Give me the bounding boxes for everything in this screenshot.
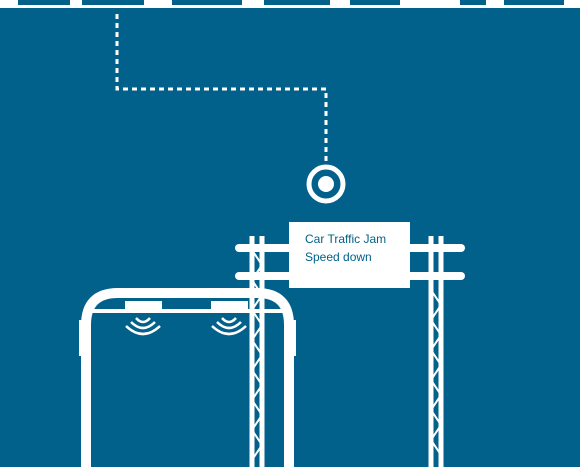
gantry-right-post	[431, 236, 441, 467]
message-sign: Car Traffic Jam Speed down	[289, 222, 410, 288]
gantry-left-post	[252, 236, 262, 467]
top-cropped-shapes	[0, 0, 580, 8]
signal-waves-icon	[126, 318, 246, 334]
sign-line-1: Car Traffic Jam	[305, 232, 386, 246]
sign-line-2: Speed down	[305, 250, 372, 264]
sensor-node-icon	[309, 167, 343, 201]
dashed-connection-line	[117, 14, 326, 162]
